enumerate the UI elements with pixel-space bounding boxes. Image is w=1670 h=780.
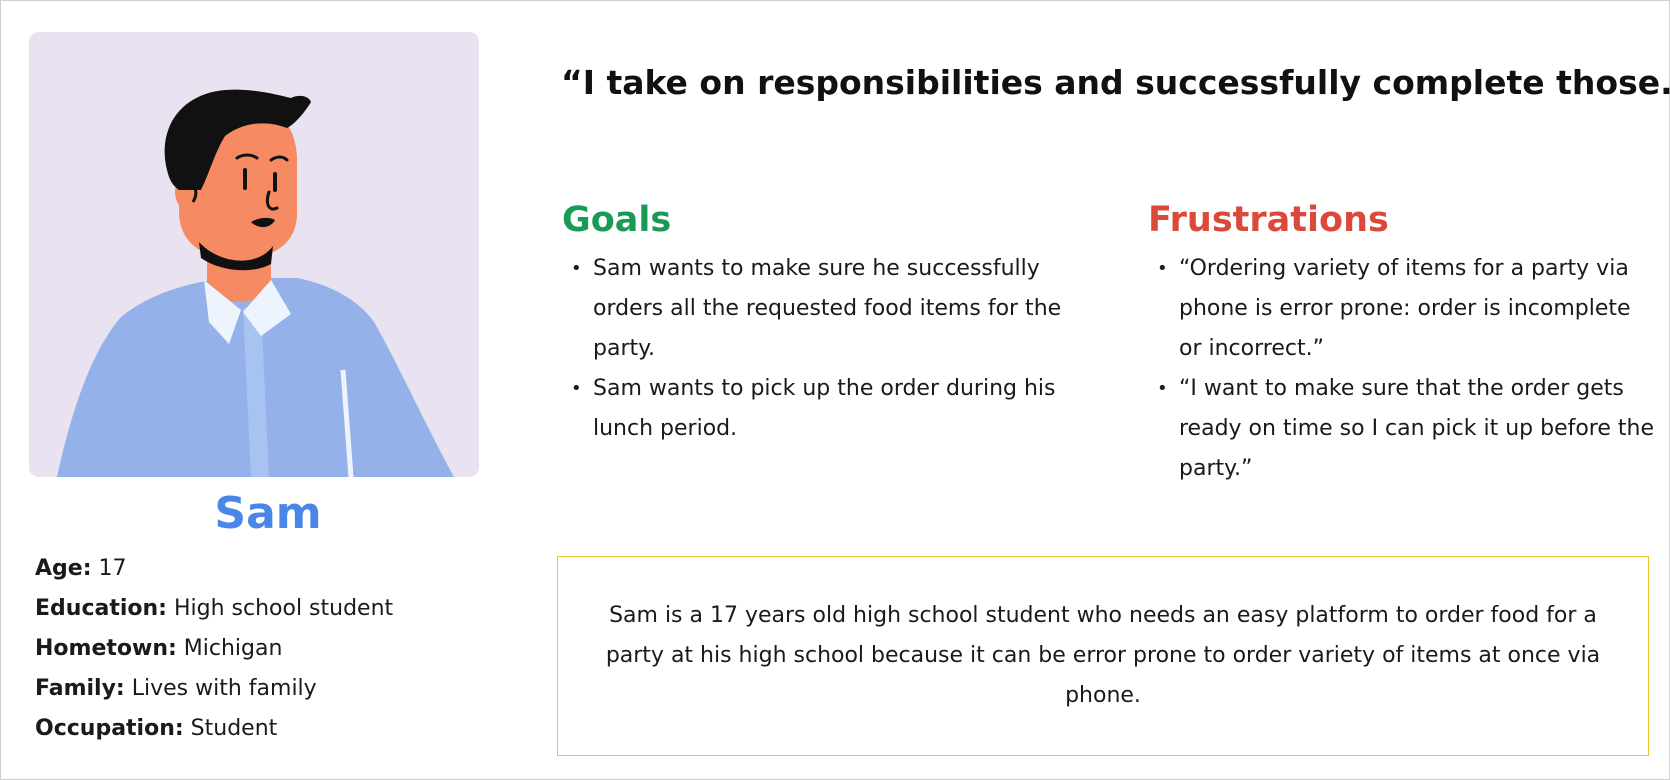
person-illustration-icon (29, 32, 479, 477)
detail-label: Occupation: (35, 716, 184, 741)
detail-occupation: Occupation: Student (35, 709, 505, 749)
persona-details: Age: 17 Education: High school student H… (35, 549, 505, 749)
detail-value: 17 (98, 556, 127, 581)
detail-value: Student (190, 716, 278, 741)
goals-list: Sam wants to make sure he successfully o… (562, 249, 1062, 449)
detail-age: Age: 17 (35, 549, 505, 589)
detail-label: Family: (35, 676, 125, 701)
goal-item: Sam wants to pick up the order during hi… (562, 369, 1062, 449)
detail-label: Hometown: (35, 636, 177, 661)
persona-quote: “I take on responsibilities and successf… (561, 63, 1670, 102)
detail-label: Age: (35, 556, 92, 581)
frustrations-title: Frustrations (1148, 200, 1389, 240)
detail-hometown: Hometown: Michigan (35, 629, 505, 669)
persona-name: Sam (214, 488, 322, 539)
frustrations-list: “Ordering variety of items for a party v… (1148, 249, 1658, 489)
summary-text: Sam is a 17 years old high school studen… (605, 603, 1601, 708)
summary-box: Sam is a 17 years old high school studen… (557, 556, 1649, 756)
goal-item: Sam wants to make sure he successfully o… (562, 249, 1062, 369)
detail-value: Michigan (183, 636, 283, 661)
detail-education: Education: High school student (35, 589, 505, 629)
goals-title: Goals (562, 200, 672, 240)
detail-value: Lives with family (131, 676, 317, 701)
persona-avatar (29, 32, 479, 477)
detail-label: Education: (35, 596, 167, 621)
frustration-item: “I want to make sure that the order gets… (1148, 369, 1658, 489)
frustration-item: “Ordering variety of items for a party v… (1148, 249, 1658, 369)
detail-value: High school student (173, 596, 394, 621)
detail-family: Family: Lives with family (35, 669, 505, 709)
